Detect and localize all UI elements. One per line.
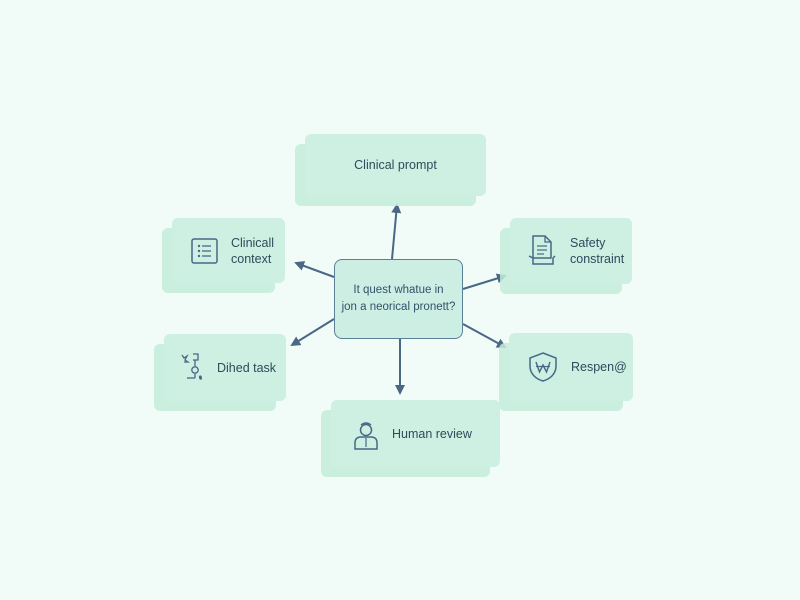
central-question-line2: jon a neorical pronett? <box>341 301 456 313</box>
person-icon <box>353 418 379 450</box>
node-safety-constraint[interactable]: Safety constraint <box>510 218 632 284</box>
node-clinical-context-label-line2: context <box>231 251 272 266</box>
node-response[interactable]: Respen@ <box>509 333 633 401</box>
node-safety-constraint-label-line2: constraint <box>570 252 625 266</box>
tools-icon <box>179 352 205 384</box>
node-dihed-task-label: Dihed task <box>217 360 277 375</box>
node-human-review[interactable]: Human review <box>331 400 500 467</box>
arrow-to-clinical-context <box>294 261 335 278</box>
node-clinical-context-label-line1: Clinicall <box>231 235 275 250</box>
arrow-to-response <box>462 323 507 348</box>
list-icon <box>191 237 218 264</box>
arrow-to-safety-constraint <box>462 273 507 290</box>
node-response-label: Respen@ <box>571 360 627 374</box>
document-icon <box>527 234 557 268</box>
node-clinical-prompt[interactable]: Clinical prompt <box>305 134 486 196</box>
node-clinical-prompt-label: Clinical prompt <box>354 158 437 172</box>
node-safety-constraint-label-line1: Safety <box>570 236 606 250</box>
central-question-line1: It quest whatue in <box>353 284 444 296</box>
node-human-review-label: Human review <box>392 426 472 441</box>
arrow-to-clinical-prompt <box>391 203 402 260</box>
arrow-to-task <box>290 318 335 347</box>
shield-icon <box>527 351 559 383</box>
node-dihed-task[interactable]: Dihed task <box>164 334 286 401</box>
node-clinical-context[interactable]: Clinicall context <box>172 218 285 283</box>
node-central-question[interactable]: It quest whatue in jon a neorical pronet… <box>334 259 463 339</box>
